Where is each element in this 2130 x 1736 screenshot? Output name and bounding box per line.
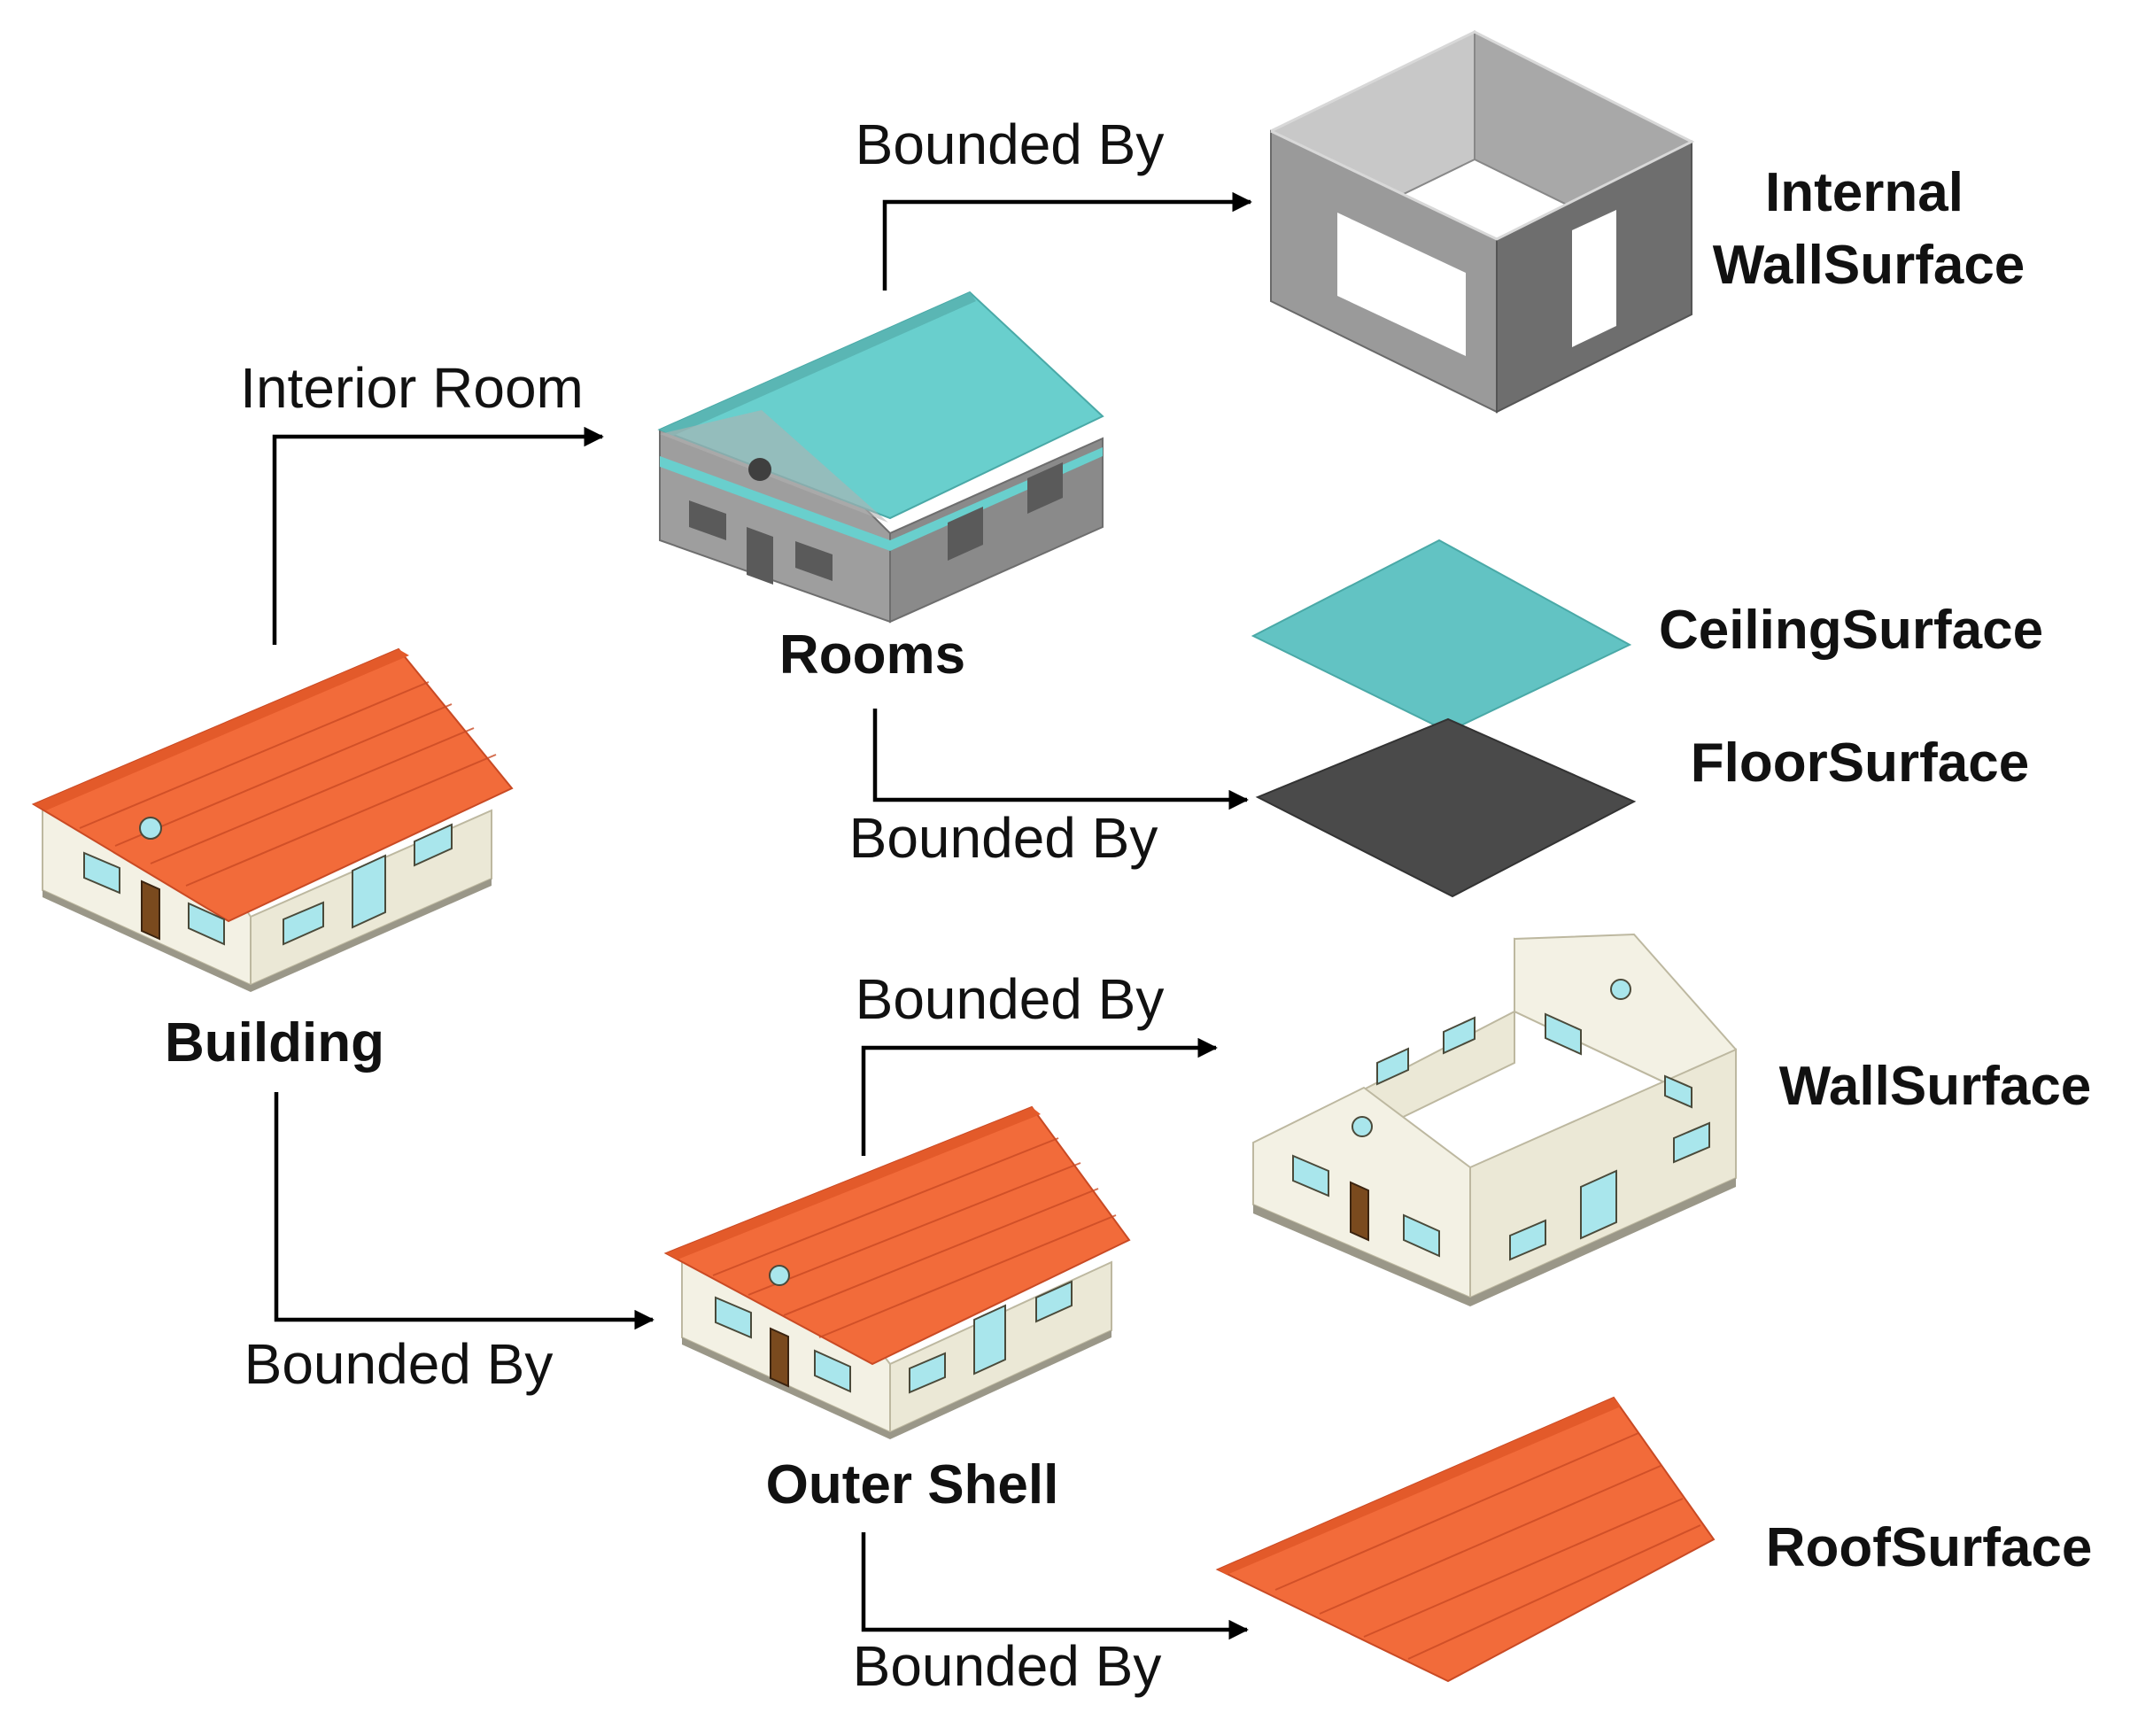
- roof-surface-illustration: [1215, 1396, 1716, 1683]
- building-label: Building: [165, 1012, 384, 1073]
- wall-surface-illustration: [1252, 933, 1737, 1306]
- wall-surface-label: WallSurface: [1779, 1056, 2092, 1117]
- edge-label-building-outer-shell: Bounded By: [244, 1332, 554, 1396]
- outer-shell-label: Outer Shell: [766, 1454, 1059, 1515]
- internal-wall-surface-illustration: [1270, 30, 1695, 414]
- ceiling-label: CeilingSurface: [1659, 600, 2043, 661]
- edge-rooms-internal-wall: [882, 191, 1252, 291]
- edge-label-interior-room: Interior Room: [240, 356, 584, 420]
- edge-label-rooms-internal-wall: Bounded By: [856, 112, 1165, 176]
- round-window-icon: [139, 817, 162, 840]
- internal-wall-label-line1: Internal: [1765, 162, 1963, 223]
- outer-shell-house-illustration: [663, 1105, 1131, 1439]
- roof-surface-label: RoofSurface: [1766, 1517, 2093, 1578]
- building-house-illustration: [31, 647, 514, 992]
- edge-building-rooms: [272, 426, 604, 645]
- edge-label-rooms-ceiling-floor: Bounded By: [849, 806, 1158, 870]
- floor-label: FloorSurface: [1691, 732, 2029, 794]
- edge-label-outer-shell-wall: Bounded By: [856, 967, 1165, 1031]
- door-icon: [141, 880, 160, 941]
- rooms-house-illustration: [657, 291, 1104, 624]
- edge-rooms-ceiling-floor: [872, 709, 1249, 810]
- edge-label-outer-shell-roof: Bounded By: [853, 1634, 1162, 1698]
- edge-building-outer-shell: [274, 1092, 654, 1330]
- floor-surface-plane: [1255, 717, 1637, 898]
- internal-wall-label-line2: WallSurface: [1713, 235, 2025, 296]
- edge-outer-shell-wall: [861, 1037, 1218, 1156]
- edge-outer-shell-roof: [861, 1532, 1249, 1640]
- ceiling-surface-plane: [1251, 539, 1632, 733]
- rooms-label: Rooms: [779, 624, 965, 686]
- connectors: [272, 191, 1252, 1640]
